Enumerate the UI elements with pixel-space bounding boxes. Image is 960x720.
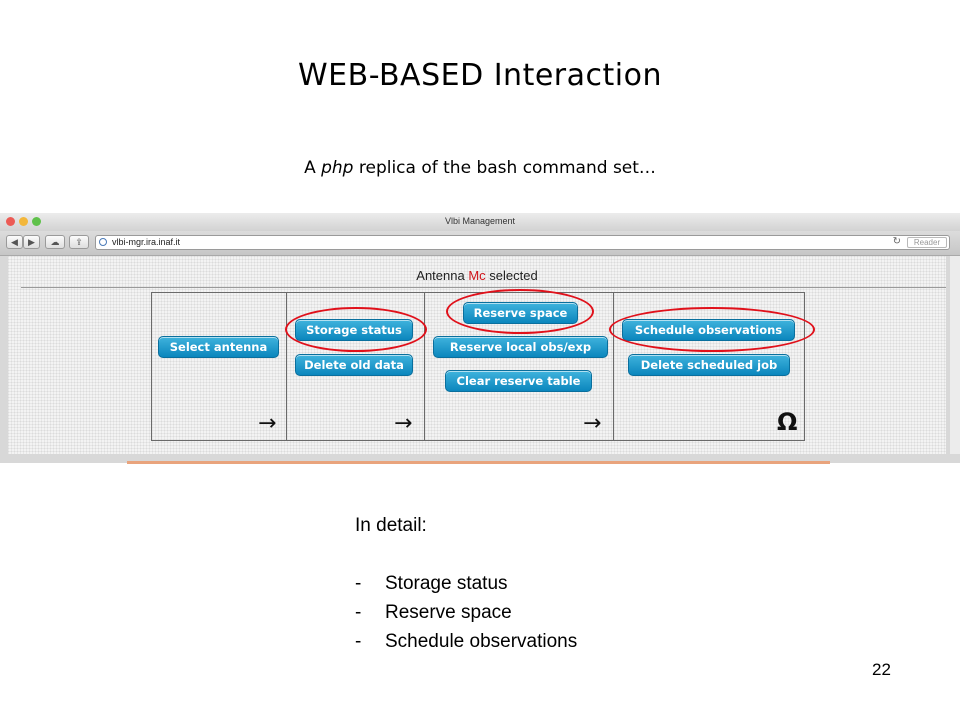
reserve-local-obs-button[interactable]: Reserve local obs/exp: [433, 336, 608, 358]
zoom-window-icon[interactable]: [32, 217, 41, 226]
highlight-ring-storage: [285, 307, 427, 352]
share-icon: ⇪: [75, 236, 83, 247]
subtitle-text-b: replica of the bash command set…: [353, 158, 656, 178]
list-dash: -: [355, 602, 362, 623]
detail-list: - Storage status - Reserve space - Schedule…: [355, 569, 577, 656]
column-divider: [286, 293, 287, 440]
window-title: Vlbi Management: [444, 216, 516, 226]
list-dash: -: [355, 631, 362, 652]
antenna-prefix: Antenna: [416, 268, 469, 283]
address-bar[interactable]: vlbi-mgr.ira.inaf.it ↻ Reader: [95, 235, 950, 250]
slide-subtitle: A php replica of the bash command set…: [0, 158, 960, 178]
column-divider: [613, 293, 614, 440]
minimize-window-icon[interactable]: [19, 217, 28, 226]
omega-end-icon: Ω: [777, 408, 798, 436]
forward-arrow-icon: ▶: [28, 236, 35, 247]
list-item: - Reserve space: [355, 598, 577, 627]
window-titlebar: Vlbi Management: [0, 213, 960, 231]
browser-toolbar: ◀ ▶ ☁ ⇪ vlbi-mgr.ira.inaf.it ↻ Reader: [0, 231, 960, 256]
detail-heading: In detail:: [355, 515, 427, 536]
detail-section: In detail: - Storage status - Reserve spac…: [355, 511, 577, 656]
web-page: Antenna Mc selected Select antenna → Sto…: [8, 256, 946, 454]
page-scrollbar[interactable]: [950, 256, 960, 454]
highlight-ring-schedule: [609, 307, 815, 352]
forward-button[interactable]: ▶: [23, 235, 40, 249]
page-number: 22: [872, 660, 891, 679]
delete-scheduled-job-button[interactable]: Delete scheduled job: [628, 354, 790, 376]
reload-icon[interactable]: ↻: [892, 236, 901, 247]
list-item-text: Schedule observations: [385, 631, 578, 652]
highlight-ring-reserve: [446, 289, 594, 334]
back-button[interactable]: ◀: [6, 235, 23, 249]
page-bottom-bar: [127, 461, 830, 464]
share-button[interactable]: ⇪: [69, 235, 89, 249]
page-divider: [21, 287, 946, 288]
close-window-icon[interactable]: [6, 217, 15, 226]
list-item: - Schedule observations: [355, 627, 577, 656]
clear-reserve-table-button[interactable]: Clear reserve table: [445, 370, 592, 392]
cloud-icon: ☁: [50, 236, 60, 247]
icloud-tabs-button[interactable]: ☁: [45, 235, 65, 249]
antenna-suffix: selected: [485, 268, 538, 283]
select-antenna-button[interactable]: Select antenna: [158, 336, 279, 358]
antenna-status: Antenna Mc selected: [8, 268, 946, 283]
list-item: - Storage status: [355, 569, 577, 598]
right-arrow-icon: →: [394, 411, 413, 436]
list-dash: -: [355, 573, 362, 594]
antenna-name: Mc: [468, 268, 486, 283]
list-item-text: Storage status: [385, 573, 508, 594]
reader-button[interactable]: Reader: [907, 237, 947, 248]
list-item-text: Reserve space: [385, 602, 512, 623]
browser-window: Vlbi Management ◀ ▶ ☁ ⇪ vlbi-mgr.ira.ina…: [0, 213, 960, 464]
back-arrow-icon: ◀: [11, 236, 18, 247]
delete-old-data-button[interactable]: Delete old data: [295, 354, 413, 376]
column-divider: [424, 293, 425, 440]
right-arrow-icon: →: [258, 411, 277, 436]
subtitle-text-a: A: [304, 158, 322, 178]
slide-title: WEB-BASED Interaction: [298, 58, 662, 93]
globe-icon: [99, 238, 107, 246]
url-text: vlbi-mgr.ira.inaf.it: [112, 237, 181, 247]
right-arrow-icon: →: [583, 411, 602, 436]
subtitle-php: php: [321, 158, 354, 178]
